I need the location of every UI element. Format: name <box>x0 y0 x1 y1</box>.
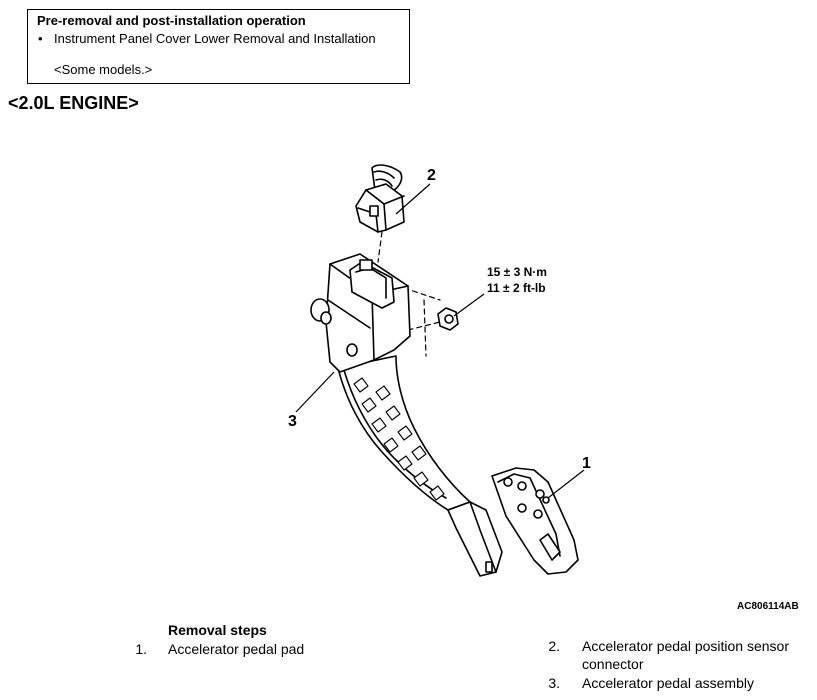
callout-2: 2 <box>427 167 436 184</box>
torque-nm: 15 ± 3 N·m <box>487 265 547 279</box>
removal-steps-title: Removal steps <box>168 622 267 638</box>
step-2-text-line1: Accelerator pedal position sensor <box>582 638 790 654</box>
pre-removal-note-box: Pre-removal and post-installation operat… <box>27 9 410 84</box>
step-2-text-line2: connector <box>582 656 644 672</box>
step-3-text: Accelerator pedal assembly <box>582 675 754 691</box>
alignment-lines <box>377 231 441 357</box>
figure-code: AC806114AB <box>737 601 799 612</box>
step-1-text: Accelerator pedal pad <box>168 641 305 657</box>
note-bullet: • <box>38 31 43 46</box>
callout-1: 1 <box>582 455 591 472</box>
step-3-number: 3. <box>548 675 560 691</box>
note-title: Pre-removal and post-installation operat… <box>37 13 306 28</box>
nut <box>437 307 459 331</box>
leader-lines <box>295 183 585 499</box>
note-item: Instrument Panel Cover Lower Removal and… <box>54 31 376 46</box>
pedal-position-sensor-connector <box>355 164 405 233</box>
step-2-number: 2. <box>548 638 560 654</box>
step-1-number: 1. <box>135 641 147 657</box>
pedal-assembly-housing <box>310 253 411 373</box>
accelerator-pedal-pad <box>491 467 579 575</box>
note-sub: <Some models.> <box>54 62 153 77</box>
callout-3: 3 <box>288 413 297 430</box>
torque-ftlb: 11 ± 2 ft-lb <box>487 281 546 295</box>
pedal-arm <box>337 355 503 577</box>
engine-title: <2.0L ENGINE> <box>8 93 139 113</box>
